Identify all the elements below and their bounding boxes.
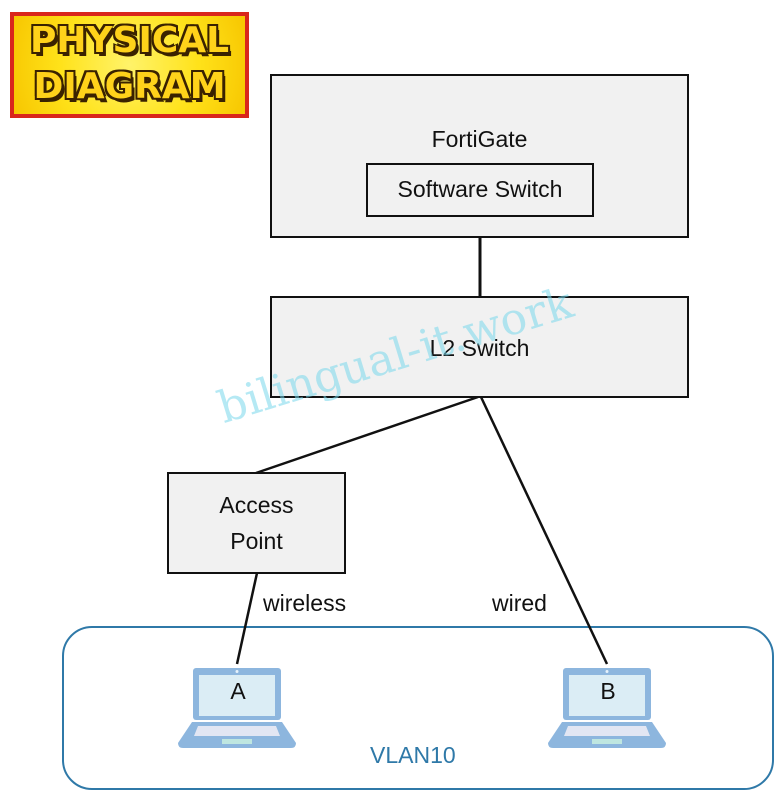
physical-diagram-banner: PHYSICAL DIAGRAM [10,12,249,118]
vlan-label: VLAN10 [370,742,456,768]
access-point-label-line1: Access [219,492,294,518]
l2-switch-label: L2 Switch [429,335,530,361]
banner-line-2: DIAGRAM [33,66,226,107]
software-switch-label: Software Switch [397,176,563,202]
l2-switch-node: L2 Switch [270,296,689,398]
access-point-label-line2: Point [230,528,283,554]
access-point-node: Access Point [167,472,346,574]
laptop-icon [548,668,666,748]
software-switch-node: Software Switch [366,163,594,217]
link-accesspoint-host-a [235,572,259,665]
link-l2switch-host-b [479,396,609,665]
banner-line-1: PHYSICAL [29,20,230,61]
fortigate-label: FortiGate [431,126,528,152]
vlan-region [62,626,774,790]
wired-link-label: wired [492,590,547,616]
fortigate-node: FortiGate Software Switch [270,74,689,238]
wireless-link-label: wireless [263,590,347,616]
link-l2switch-accesspoint [255,395,479,475]
host-b-laptop: B [548,664,668,748]
laptop-icon [178,668,296,748]
host-a-laptop: A [178,664,298,748]
host-a-label: A [230,678,246,704]
host-b-label: B [600,678,616,704]
